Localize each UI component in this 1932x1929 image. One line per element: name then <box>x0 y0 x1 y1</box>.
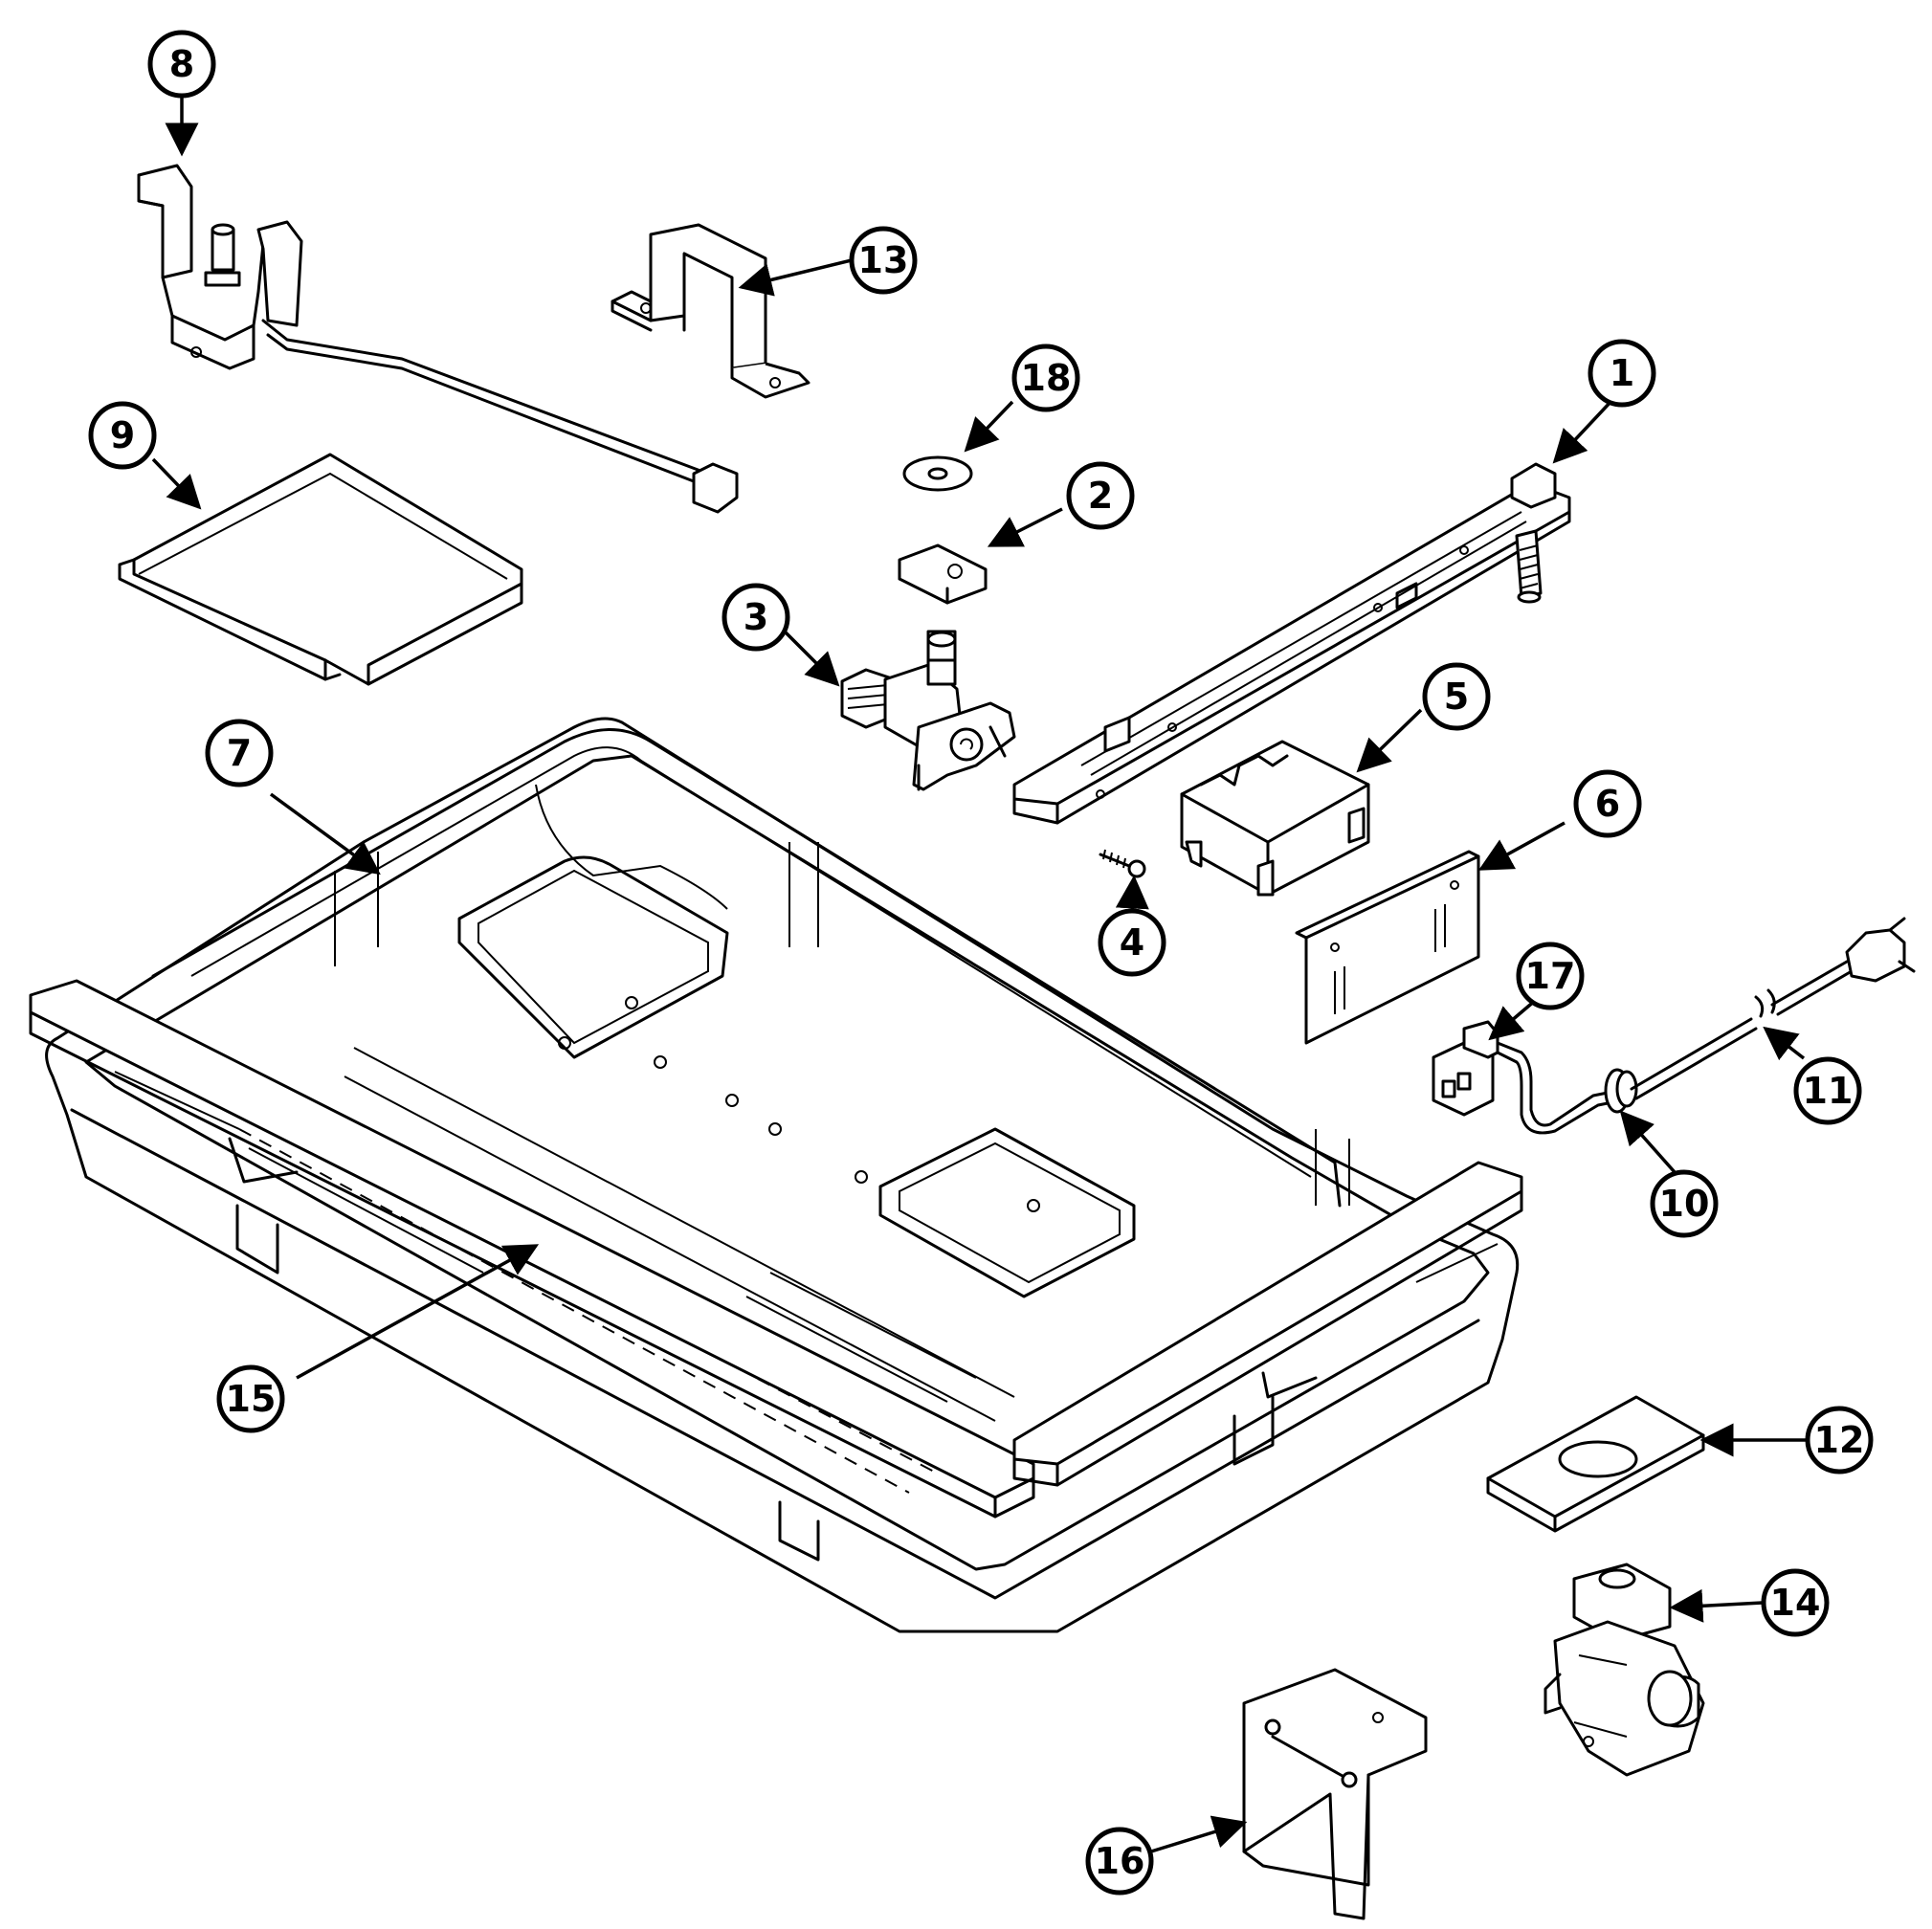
leader-lines <box>151 96 1807 1853</box>
callout-9: 9 <box>88 401 157 470</box>
callout-16: 16 <box>1085 1827 1154 1896</box>
burner-rail-part-1 <box>1012 462 1571 825</box>
callout-1: 1 <box>1588 339 1656 408</box>
callout-4-label: 4 <box>1120 921 1144 964</box>
cover-plate-part-9 <box>118 453 523 686</box>
callout-15-label: 15 <box>226 1378 277 1420</box>
callout-6: 6 <box>1573 769 1642 838</box>
callout-9-label: 9 <box>110 414 135 456</box>
callout-12: 12 <box>1805 1406 1874 1474</box>
callout-5-label: 5 <box>1444 676 1469 718</box>
callout-11: 11 <box>1793 1056 1862 1125</box>
power-cord-parts-10-11-17 <box>1432 917 1916 1135</box>
callout-3-label: 3 <box>744 596 768 638</box>
orifice-bracket-part-8 <box>137 164 739 514</box>
callout-4: 4 <box>1098 908 1166 977</box>
callout-14: 14 <box>1761 1568 1830 1637</box>
callout-18-label: 18 <box>1021 357 1072 399</box>
callout-7-label: 7 <box>227 732 252 774</box>
angled-bracket-part-16 <box>1242 1668 1428 1920</box>
callout-12-label: 12 <box>1814 1419 1865 1461</box>
callout-11-label: 11 <box>1803 1070 1854 1112</box>
callout-13: 13 <box>849 226 918 295</box>
igniter-module-part-5 <box>1180 740 1370 897</box>
callout-13-label: 13 <box>858 239 909 281</box>
callout-10-label: 10 <box>1659 1183 1710 1225</box>
callout-18: 18 <box>1011 344 1080 412</box>
washer-part-18 <box>902 455 973 492</box>
callout-2-label: 2 <box>1088 475 1113 517</box>
callout-3: 3 <box>722 583 790 652</box>
plate-part-12 <box>1486 1395 1705 1533</box>
callout-10: 10 <box>1650 1169 1719 1238</box>
callout-16-label: 16 <box>1095 1840 1145 1882</box>
callout-2: 2 <box>1066 461 1135 530</box>
screw-part-4 <box>1099 849 1146 878</box>
callout-8: 8 <box>147 30 216 99</box>
callout-17-label: 17 <box>1525 955 1576 997</box>
callout-1-label: 1 <box>1610 352 1634 394</box>
callout-6-label: 6 <box>1595 783 1620 825</box>
callout-5: 5 <box>1422 662 1491 731</box>
valve-part-3 <box>840 630 1016 791</box>
clip-part-2 <box>898 543 988 605</box>
callout-14-label: 14 <box>1770 1582 1821 1624</box>
mounting-bracket-part-6 <box>1295 850 1480 1045</box>
callout-17: 17 <box>1516 942 1585 1010</box>
rear-strip <box>1012 1161 1523 1487</box>
regulator-part-14 <box>1543 1563 1705 1777</box>
callout-8-label: 8 <box>169 43 194 85</box>
u-bracket-part-13 <box>611 223 811 399</box>
callout-15: 15 <box>216 1364 285 1433</box>
front-strip-part-15 <box>29 979 1035 1519</box>
callout-7: 7 <box>205 719 274 787</box>
